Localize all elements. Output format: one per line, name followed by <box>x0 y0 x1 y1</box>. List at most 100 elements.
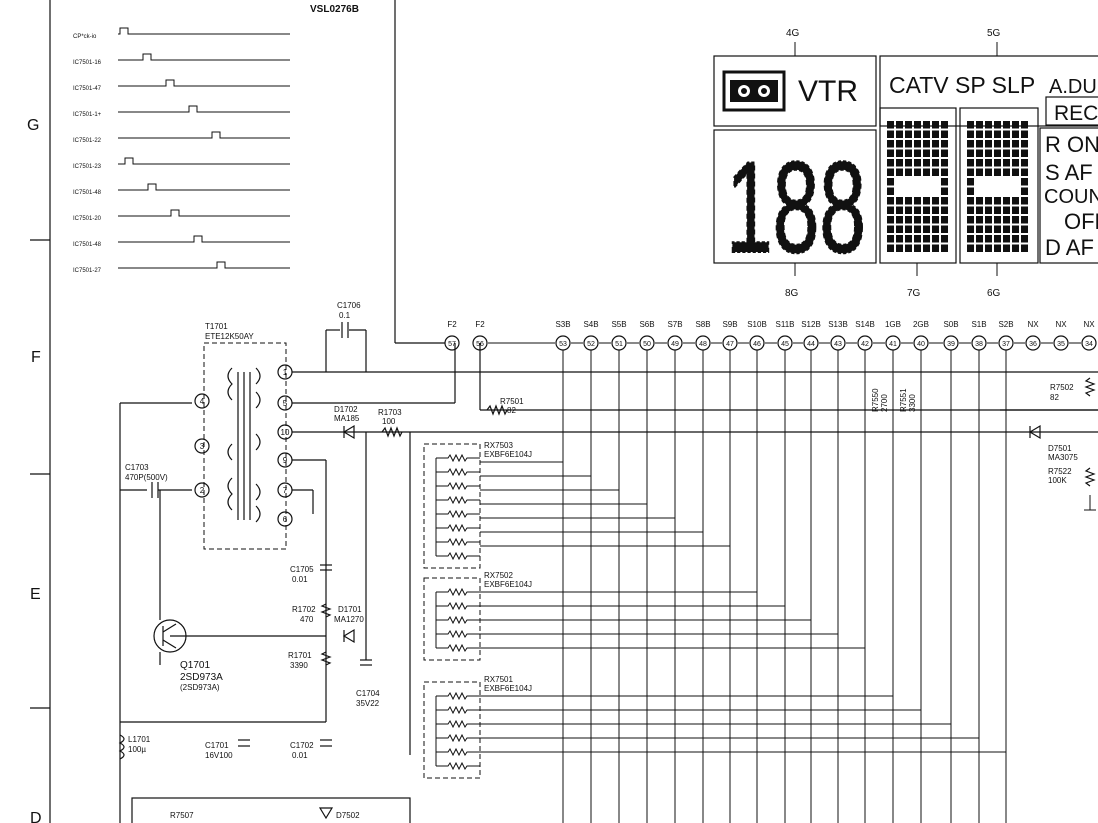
matrix-dot <box>1003 225 1010 233</box>
matrix-dot <box>1003 130 1010 138</box>
matrix-dot <box>887 130 894 138</box>
component-labels: C1706 0.1 C1703 470P(500V) D1702 MA185 R… <box>125 301 1078 820</box>
rec-indicator: REC <box>1054 102 1098 125</box>
matrix-dot <box>1021 178 1028 186</box>
matrix-dot <box>1003 121 1010 129</box>
connector-pin-label: S2B <box>998 320 1013 329</box>
transformer-pin-number: 5 <box>283 399 288 408</box>
matrix-dot <box>994 197 1001 205</box>
matrix-dot <box>994 168 1001 176</box>
array-resistor <box>436 601 480 611</box>
transformer-pin-circle <box>194 393 210 409</box>
connector-pin-number: 50 <box>643 341 651 348</box>
resistor-arrays <box>423 443 481 779</box>
matrix-dot <box>887 225 894 233</box>
matrix-dot <box>994 235 1001 243</box>
matrix-dot <box>896 216 903 224</box>
matrix-dot <box>887 187 894 195</box>
connector-pin-number: 45 <box>781 341 789 348</box>
matrix-dot <box>1021 187 1028 195</box>
array-resistor <box>436 629 480 639</box>
transformer-pin-number: 4 <box>200 397 205 406</box>
connector-pin-circle <box>1025 335 1041 351</box>
matrix-dot <box>941 121 948 129</box>
matrix-dot <box>923 197 930 205</box>
dot-matrix-char-2 <box>967 121 1028 252</box>
matrix-dot <box>932 216 939 224</box>
matrix-dot <box>985 168 992 176</box>
connector-pin-label: S10B <box>747 320 767 329</box>
matrix-dot <box>923 225 930 233</box>
r7550-ref: R7550 <box>871 388 880 412</box>
matrix-dot <box>967 159 974 167</box>
waveform-trace <box>118 209 290 217</box>
transformer-pin-circle <box>277 511 293 527</box>
part-symbols <box>118 404 1041 823</box>
matrix-dot <box>887 206 894 214</box>
waveform-trace <box>118 105 290 113</box>
matrix-dot <box>914 216 921 224</box>
connector-pin-number: 41 <box>889 341 897 348</box>
r7502-value: 82 <box>1050 393 1059 402</box>
matrix-dot <box>967 216 974 224</box>
c1704-ref: C1704 <box>356 689 380 698</box>
array-resistor <box>436 615 480 625</box>
transformer-pin-circle <box>194 438 210 454</box>
matrix-dot <box>914 130 921 138</box>
matrix-dot <box>932 168 939 176</box>
t1701-part: ETE12K50AY <box>205 332 254 341</box>
array-resistor <box>436 537 480 547</box>
matrix-dot <box>967 206 974 214</box>
matrix-dot <box>1012 159 1019 167</box>
c1703-value: 470P(500V) <box>125 473 168 482</box>
fl-line-r: R ON <box>1045 132 1098 157</box>
matrix-dot <box>932 121 939 129</box>
matrix-dot <box>1021 130 1028 138</box>
matrix-dot <box>1021 168 1028 176</box>
matrix-dot <box>887 140 894 148</box>
connector-pin-number: 37 <box>1002 341 1010 348</box>
grid-label-4g: 4G <box>786 28 800 39</box>
r1702-value: 470 <box>300 615 314 624</box>
l1701-ref: L1701 <box>128 735 151 744</box>
connector-pin-number: 36 <box>1029 341 1037 348</box>
r7502-ref: R7502 <box>1050 383 1074 392</box>
r7522-ref: R7522 <box>1048 467 1072 476</box>
matrix-dot <box>932 244 939 252</box>
matrix-dot <box>887 159 894 167</box>
matrix-dot <box>1003 149 1010 157</box>
connector-pin-number: 39 <box>947 341 955 348</box>
matrix-dot <box>887 216 894 224</box>
waveform-trace <box>118 235 290 243</box>
matrix-dot <box>976 216 983 224</box>
matrix-dot <box>994 149 1001 157</box>
matrix-dot <box>1012 244 1019 252</box>
rx7501-ref: RX7501 <box>484 675 513 684</box>
connector-pin-label: F2 <box>447 320 457 329</box>
connector-pin-number: 53 <box>559 341 567 348</box>
matrix-dot <box>985 225 992 233</box>
matrix-dot <box>941 225 948 233</box>
transformer-pin-number: 9 <box>283 456 288 465</box>
transformer-pin-number: 3 <box>200 442 205 451</box>
mode-indicator: CATV SP SLP <box>889 72 1035 98</box>
q1701-ref: Q1701 <box>180 660 210 671</box>
grid-label-6g: 6G <box>987 288 1001 299</box>
matrix-dot <box>941 187 948 195</box>
matrix-dot <box>896 206 903 214</box>
r1701-value: 3390 <box>290 661 308 670</box>
d7501-ref: D7501 <box>1048 444 1072 453</box>
matrix-dot <box>905 244 912 252</box>
matrix-dot <box>923 235 930 243</box>
waveform-trace <box>118 261 290 269</box>
r1701-ref: R1701 <box>288 651 312 660</box>
matrix-dot <box>941 206 948 214</box>
c1701-value: 16V100 <box>205 751 233 760</box>
connector-pin-label: F2 <box>475 320 485 329</box>
matrix-dot <box>1012 149 1019 157</box>
r7501-ref: R7501 <box>500 397 524 406</box>
r7550-value: 2700 <box>880 394 889 412</box>
row-marker-e: E <box>30 586 41 603</box>
matrix-dot <box>923 216 930 224</box>
matrix-dot <box>1012 168 1019 176</box>
